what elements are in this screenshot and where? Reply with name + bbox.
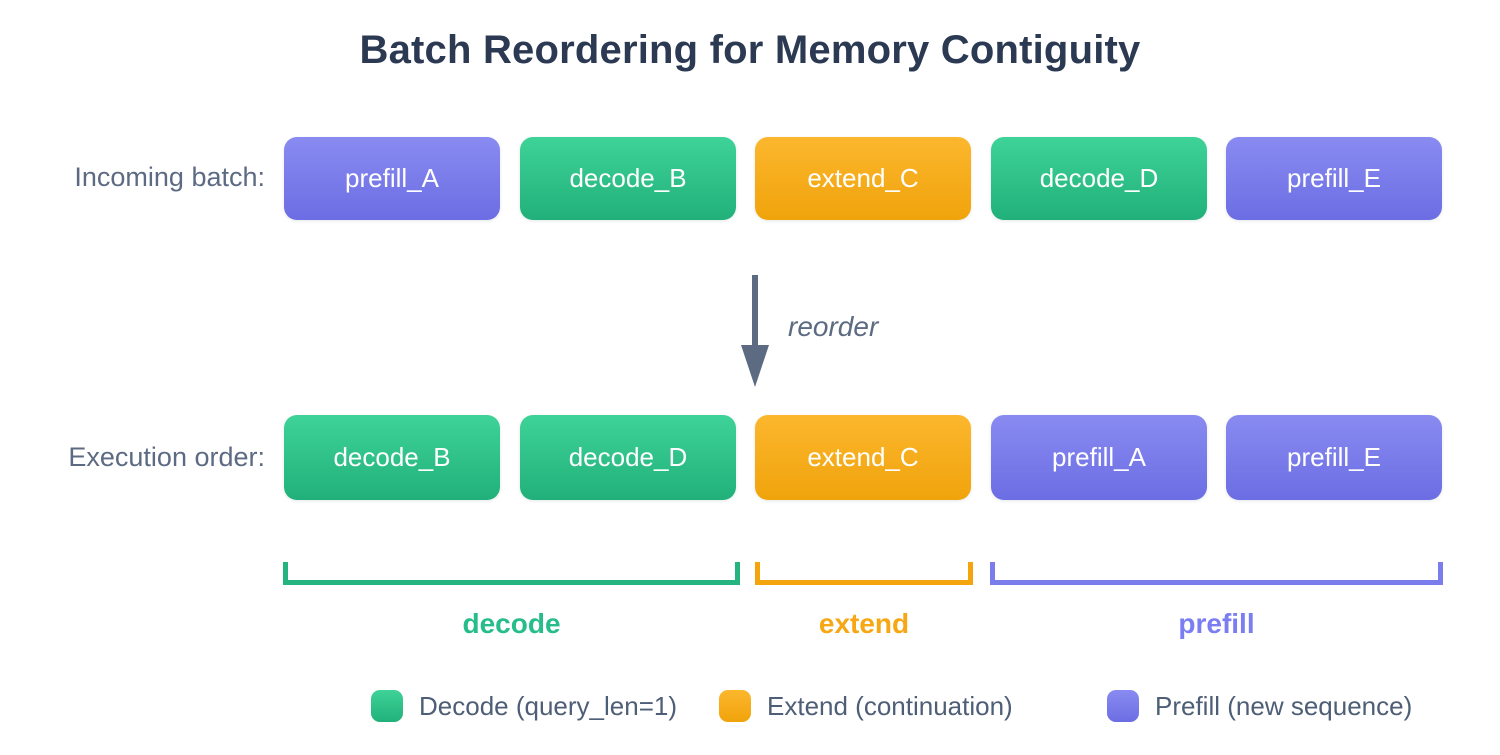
decode-group-bracket <box>283 562 740 585</box>
execution-box-prefill-a: prefill_A <box>991 415 1207 500</box>
legend-item-prefill: Prefill (new sequence) <box>1107 690 1412 722</box>
extend-group-bracket <box>755 562 973 585</box>
incoming-batch-label: Incoming batch: <box>74 162 265 192</box>
extend-swatch-icon <box>719 690 751 722</box>
execution-box-decode-d: decode_D <box>520 415 736 500</box>
extend-group-label: extend <box>818 608 910 639</box>
reorder-label: reorder <box>788 311 879 342</box>
incoming-box-decode-b: decode_B <box>520 137 736 220</box>
incoming-box-prefill-a: prefill_A <box>284 137 500 220</box>
prefill-group-label: prefill <box>1178 608 1255 639</box>
execution-order-label: Execution order: <box>68 442 265 472</box>
prefill-group-bracket <box>990 562 1443 585</box>
prefill-swatch-icon <box>1107 690 1139 722</box>
down-arrow-head-icon <box>741 345 769 387</box>
incoming-box-decode-d: decode_D <box>991 137 1207 220</box>
legend-item-extend: Extend (continuation) <box>719 690 1013 722</box>
legend-item-decode: Decode (query_len=1) <box>371 690 677 722</box>
legend-decode-label: Decode (query_len=1) <box>419 690 677 721</box>
execution-box-prefill-e: prefill_E <box>1226 415 1442 500</box>
execution-box-decode-b: decode_B <box>284 415 500 500</box>
legend-extend-label: Extend (continuation) <box>767 690 1013 721</box>
page-title: Batch Reordering for Memory Contiguity <box>359 28 1141 72</box>
legend-prefill-label: Prefill (new sequence) <box>1155 690 1413 721</box>
execution-box-extend-c: extend_C <box>755 415 971 500</box>
down-arrow-icon <box>752 275 758 347</box>
decode-group-label: decode <box>462 608 561 639</box>
incoming-box-prefill-e: prefill_E <box>1226 137 1442 220</box>
decode-swatch-icon <box>371 690 403 722</box>
incoming-box-extend-c: extend_C <box>755 137 971 220</box>
